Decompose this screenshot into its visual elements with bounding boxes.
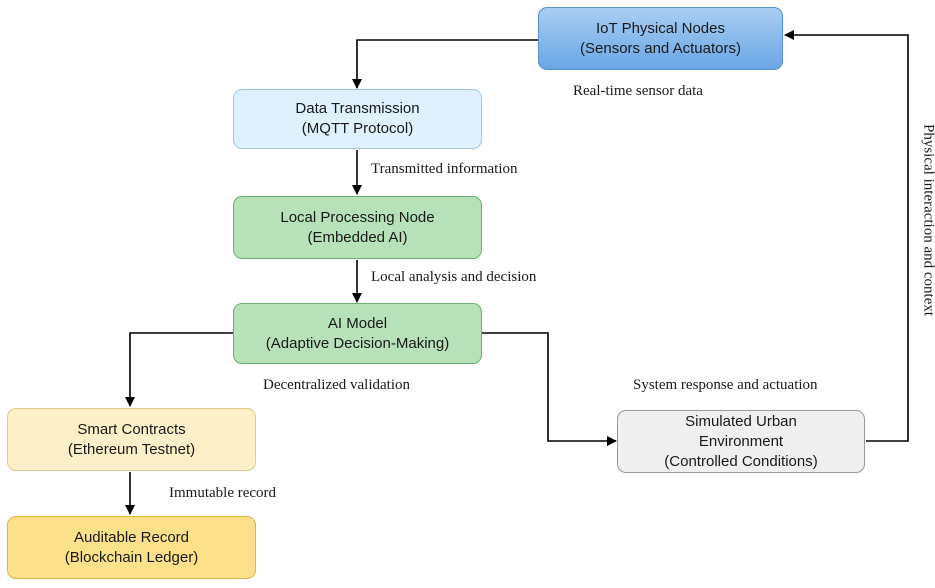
label-decentralized-validation: Decentralized validation xyxy=(263,377,411,393)
iot-title: IoT Physical Nodes xyxy=(596,19,725,37)
local-title: Local Processing Node xyxy=(280,208,435,226)
ai-title: AI Model xyxy=(327,314,388,332)
iot-physical-nodes-box: IoT Physical Nodes (Sensors and Actuator… xyxy=(538,7,783,70)
label-immutable-record: Immutable record xyxy=(169,485,277,501)
ai-subtitle: (Adaptive Decision-Making) xyxy=(265,334,450,352)
label-physical-interaction: Physical interaction and context xyxy=(920,123,935,317)
urban-title: Simulated Urban xyxy=(685,412,797,430)
contracts-subtitle: (Ethereum Testnet) xyxy=(67,440,196,458)
record-subtitle: (Blockchain Ledger) xyxy=(64,548,199,566)
label-transmitted-information: Transmitted information xyxy=(371,161,518,177)
label-system-response: System response and actuation xyxy=(633,377,818,393)
local-processing-node-box: Local Processing Node (Embedded AI) xyxy=(233,196,482,259)
urban-subtitle: (Controlled Conditions) xyxy=(664,452,818,470)
label-physical-interaction-wrapper: Physical interaction and context xyxy=(911,100,935,340)
data-transmission-box: Data Transmission (MQTT Protocol) xyxy=(233,89,482,149)
label-local-analysis: Local analysis and decision xyxy=(371,269,537,285)
simulated-urban-environment-box: Simulated Urban Environment (Controlled … xyxy=(617,410,865,473)
arrow-iot-to-transmission xyxy=(352,39,538,89)
contracts-title: Smart Contracts xyxy=(77,420,186,438)
transmission-title: Data Transmission xyxy=(295,100,420,117)
label-real-time-sensor-data: Real-time sensor data xyxy=(573,83,703,99)
arrow-ai-to-urban xyxy=(480,332,617,446)
transmission-subtitle: (MQTT Protocol) xyxy=(301,120,414,137)
arrow-ai-to-contracts xyxy=(125,332,234,407)
record-title: Auditable Record xyxy=(73,528,190,546)
iot-subtitle: (Sensors and Actuators) xyxy=(580,39,741,57)
smart-contracts-box: Smart Contracts (Ethereum Testnet) xyxy=(7,408,256,471)
urban-title-2: Environment xyxy=(698,432,784,450)
local-subtitle: (Embedded AI) xyxy=(307,228,408,246)
arrow-urban-to-iot xyxy=(784,30,909,442)
ai-model-box: AI Model (Adaptive Decision-Making) xyxy=(233,303,482,364)
auditable-record-box: Auditable Record (Blockchain Ledger) xyxy=(7,516,256,579)
